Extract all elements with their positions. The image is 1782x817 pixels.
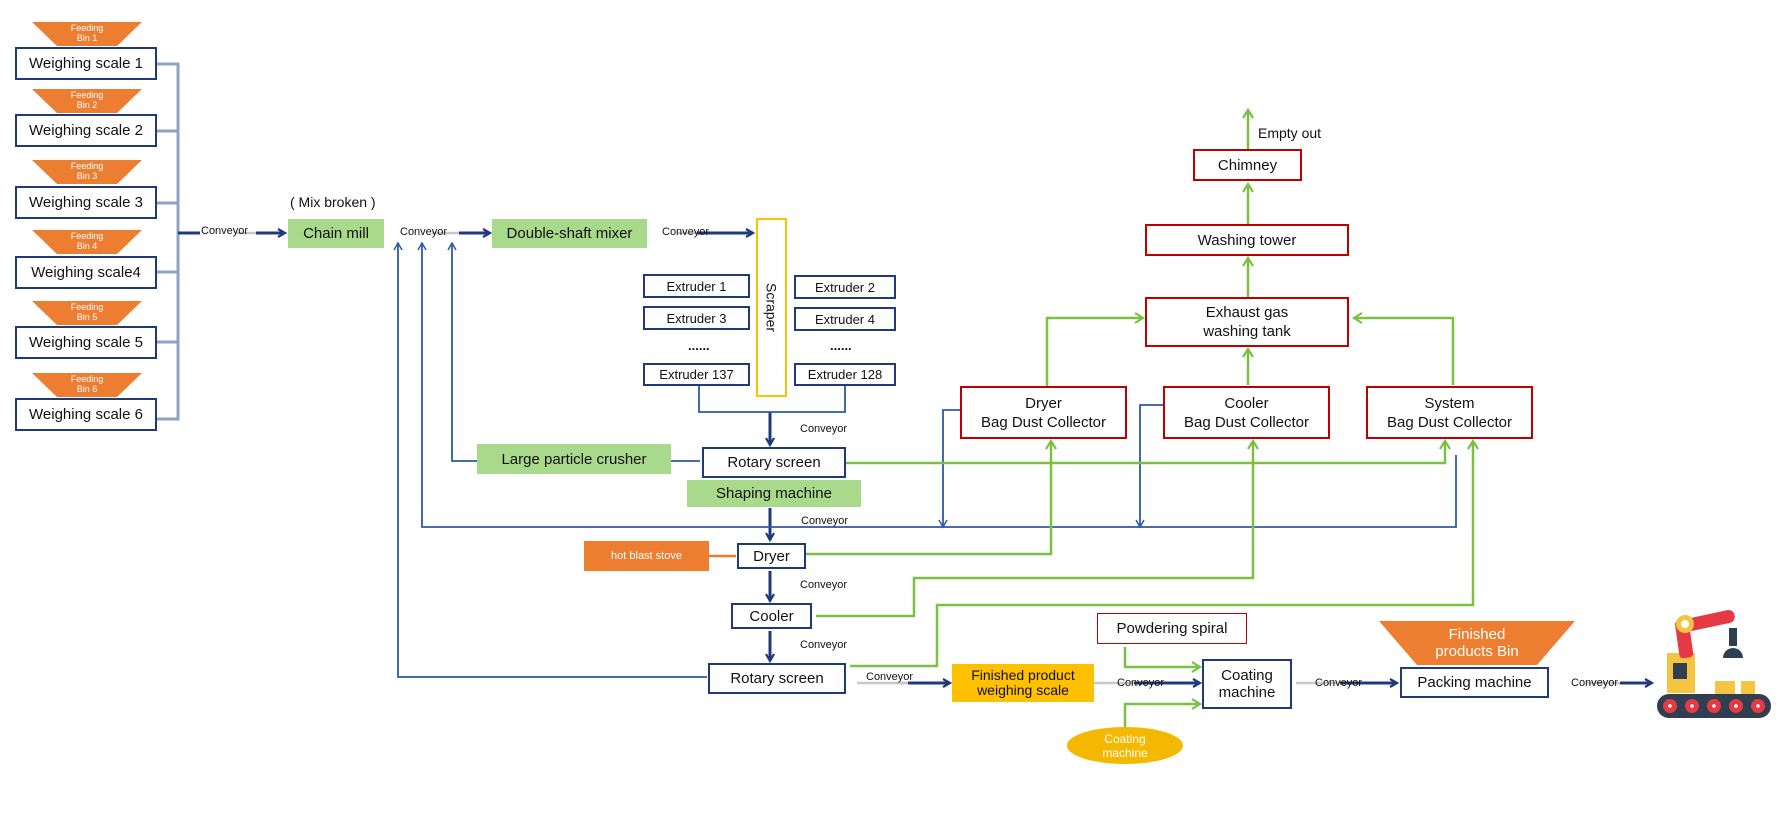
hopper-icon [32,373,142,397]
conveyor-label: Conveyor [800,639,848,651]
hopper-icon [32,22,142,46]
feeding-bin-label: Feeding Bin 6 [70,374,104,394]
feeding-bin-label: Feeding Bin 1 [70,23,104,43]
weighing-scale-6: Weighing scale 6 [15,398,157,431]
extruder-1: Extruder 1 [643,274,750,298]
extruder-ellipsis: ...... [830,338,852,353]
hopper-icon [32,230,142,254]
conveyor-label: Conveyor [866,671,914,683]
shaping-machine: Shaping machine [687,480,861,507]
extruder-3: Extruder 3 [643,306,750,330]
feeding-bin: Feeding Bin 5 [32,301,142,325]
rotary-screen-2: Rotary screen [708,663,846,694]
packing-machine: Packing machine [1400,667,1549,698]
cooler-bag-dust-collector: Cooler Bag Dust Collector [1163,386,1330,439]
conveyor-label: Conveyor [1571,677,1619,689]
cooler: Cooler [731,603,812,629]
hopper-icon [1379,621,1575,665]
empty-out-label: Empty out [1258,125,1322,141]
finished-products-bin: Finished products Bin [1379,621,1575,665]
chain-mill: Chain mill [288,219,384,248]
feeding-bin: Feeding Bin 2 [32,89,142,113]
double-shaft-mixer: Double-shaft mixer [492,219,647,248]
extruder-ellipsis: ...... [688,338,710,353]
feeding-bin: Feeding Bin 6 [32,373,142,397]
weighing-scale-4: Weighing scale4 [15,256,157,289]
conveyor-label: Conveyor [801,515,849,527]
chimney: Chimney [1193,149,1302,181]
scraper: Scraper [756,218,787,397]
weighing-scale-5: Weighing scale 5 [15,326,157,359]
mix-broken-label: ( Mix broken ) [290,194,376,210]
conveyor-label: Conveyor [1117,677,1165,689]
robot-arm-conveyor-icon [1657,610,1771,718]
conveyor-label: Conveyor [1315,677,1363,689]
conveyor-label: Conveyor [800,579,848,591]
conveyor-label: Conveyor [400,226,448,238]
feeding-bin: Feeding Bin 3 [32,160,142,184]
conveyor-label: Conveyor [201,225,249,237]
extruder-137: Extruder 137 [643,363,750,386]
hopper-icon [32,160,142,184]
hot-blast-stove: hot blast stove [584,541,709,571]
extruder-2: Extruder 2 [794,275,896,299]
exhaust-gas-washing-tank: Exhaust gas washing tank [1145,297,1349,347]
powdering-spiral: Powdering spiral [1097,613,1247,644]
weighing-scale-1: Weighing scale 1 [15,47,157,80]
feeding-bin-label: Feeding Bin 2 [70,90,104,110]
feeding-bin-label: Feeding Bin 3 [70,161,104,181]
conveyor-label: Conveyor [662,226,710,238]
weighing-scale-3: Weighing scale 3 [15,186,157,219]
extruder-4: Extruder 4 [794,307,896,331]
large-particle-crusher: Large particle crusher [477,444,671,474]
dryer: Dryer [737,543,806,569]
hopper-icon [32,89,142,113]
hopper-icon [32,301,142,325]
weighing-scale-2: Weighing scale 2 [15,114,157,147]
feeding-bin-label: Feeding Bin 5 [70,302,104,322]
feeding-bin: Feeding Bin 1 [32,22,142,46]
washing-tower: Washing tower [1145,224,1349,256]
coating-machine: Coating machine [1202,659,1292,709]
dryer-bag-dust-collector: Dryer Bag Dust Collector [960,386,1127,439]
feeding-bin: Feeding Bin 4 [32,230,142,254]
scales-bracket [157,62,180,421]
feeding-bin-label: Feeding Bin 4 [70,231,104,251]
system-bag-dust-collector: System Bag Dust Collector [1366,386,1533,439]
finished-product-weighing-scale: Finished product weighing scale [952,664,1094,702]
rotary-screen-1: Rotary screen [702,447,846,478]
finished-products-bin-label: Finished products Bin [1435,626,1519,660]
scraper-label: Scraper [763,282,780,333]
extruder-128: Extruder 128 [794,363,896,386]
conveyor-label: Conveyor [800,423,848,435]
coating-machine-feed: Coating machine [1067,727,1183,764]
